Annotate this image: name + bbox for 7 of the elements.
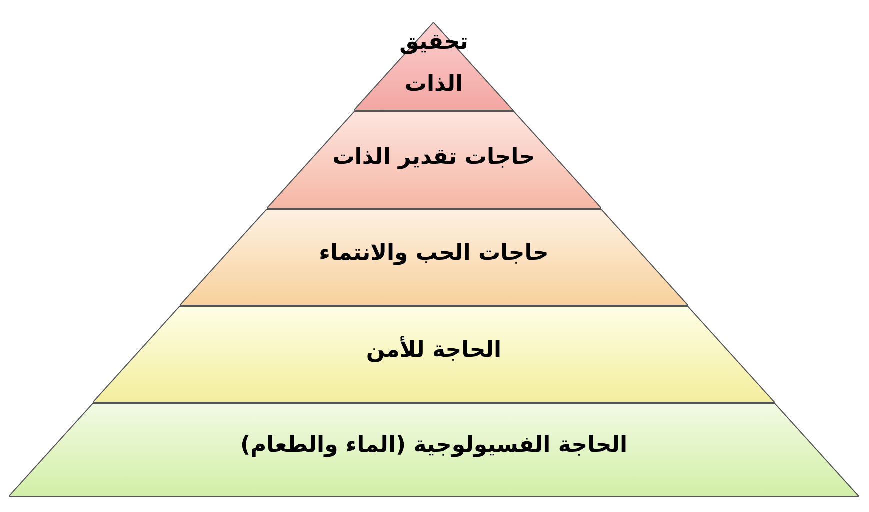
tier-label: حاجات الحب والانتماء bbox=[319, 241, 549, 266]
tier-label: حاجات تقدير الذات bbox=[332, 145, 536, 170]
tier-label: الحاجة للأمن bbox=[366, 338, 502, 363]
pyramid-tier bbox=[180, 209, 688, 306]
tier-label: الحاجة الفسيولوجية (الماء والطعام) bbox=[240, 433, 628, 458]
pyramid-tier bbox=[9, 403, 859, 497]
pyramid-tier bbox=[93, 306, 775, 403]
